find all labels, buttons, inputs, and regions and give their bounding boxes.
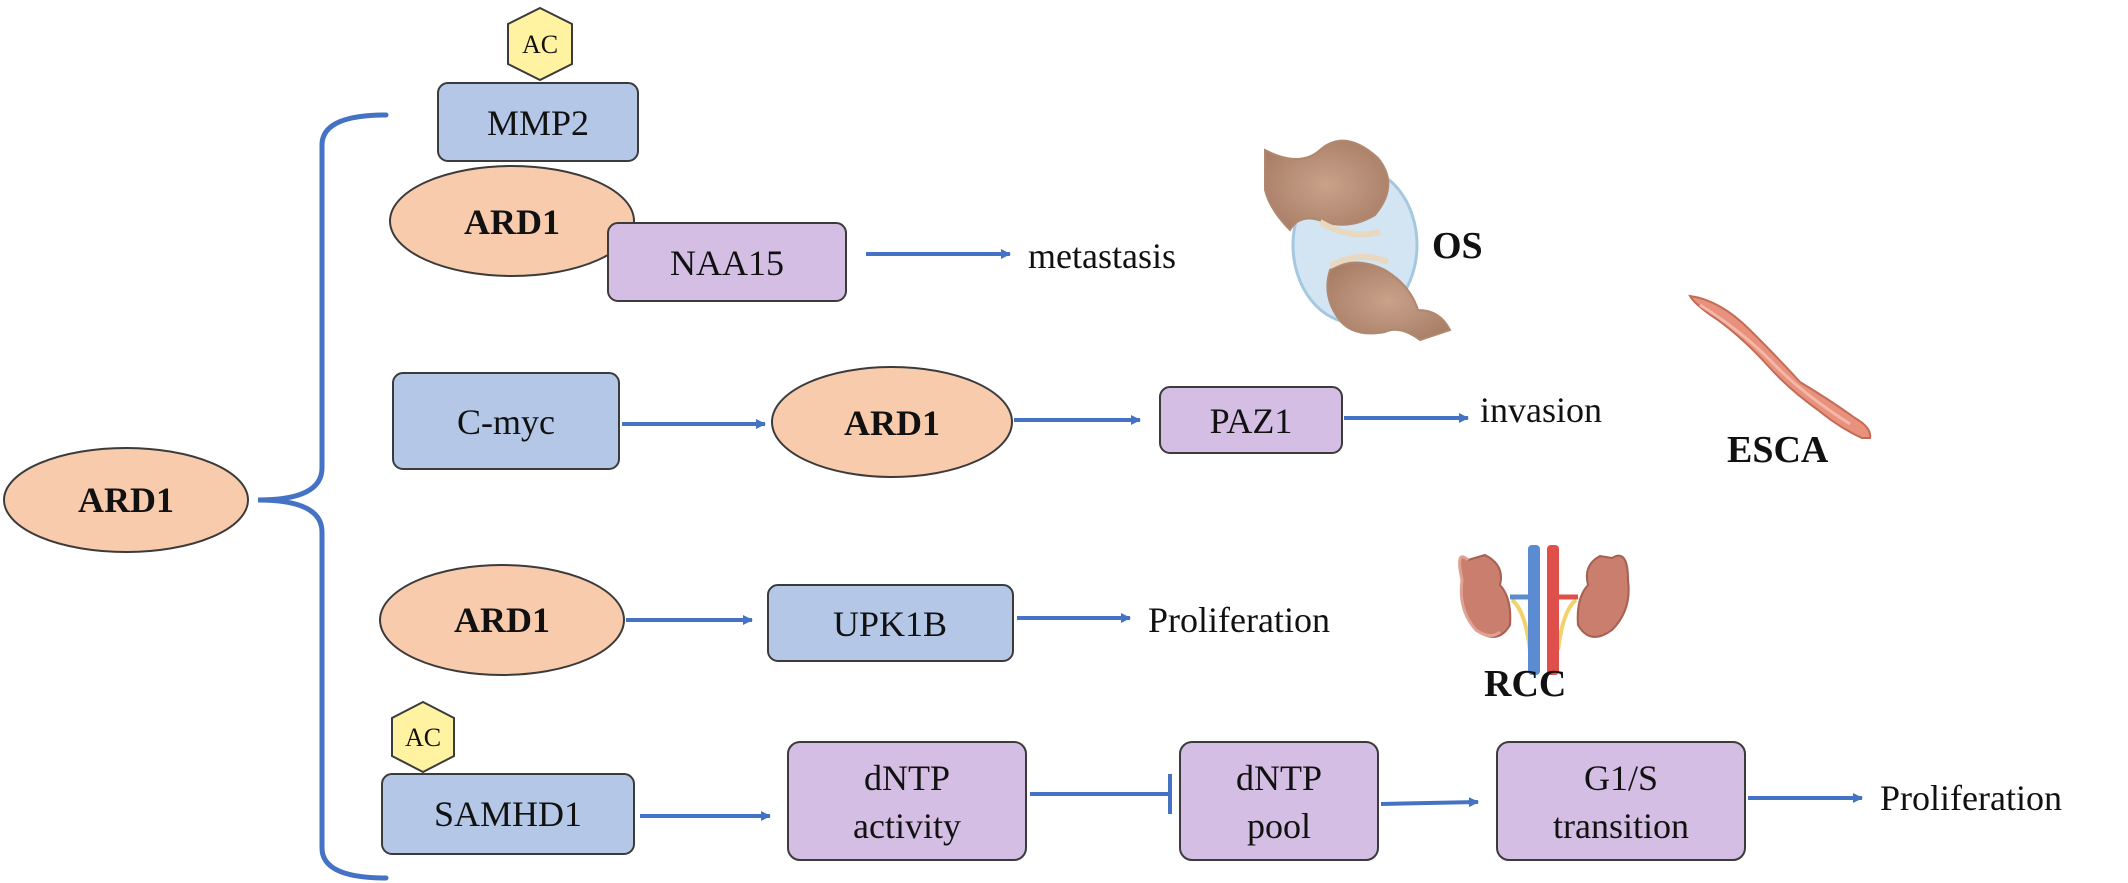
row4-g1s-line2: transition <box>1553 806 1689 846</box>
row4-outcome-text: Proliferation <box>1880 778 2062 818</box>
row4-g1s-line1: G1/S <box>1584 758 1658 798</box>
bone-joint-icon <box>1264 139 1452 342</box>
root-ard1-label: ARD1 <box>78 480 174 520</box>
row2-ard1-node: ARD1 <box>771 366 1013 478</box>
row3-ard1-node: ARD1 <box>379 564 625 676</box>
row4-dntp-activity-line1: dNTP <box>864 758 950 798</box>
row3-upk1b-label: UPK1B <box>833 604 947 644</box>
row1-acetylation-hexagon: AC <box>507 6 573 82</box>
row1-mmp2-label: MMP2 <box>487 103 589 143</box>
esca-label: ESCA <box>1727 429 1829 471</box>
row3-outcome-text: Proliferation <box>1148 600 1330 640</box>
row1-ard1-label: ARD1 <box>464 202 560 242</box>
row4-ac-label: AC <box>405 723 441 752</box>
row4-inhibition-arrow <box>1030 774 1172 814</box>
esophagus-icon <box>1688 294 1872 439</box>
row1-ac-label: AC <box>522 30 558 59</box>
row4-dntp-activity-line2: activity <box>853 806 961 846</box>
row4-dntp-pool-box: dNTP pool <box>1179 741 1379 861</box>
row1-mmp2-box: MMP2 <box>437 82 639 162</box>
row4-dntp-pool-line1: dNTP <box>1236 758 1322 798</box>
row4-samhd1-label: SAMHD1 <box>434 794 582 834</box>
row1-ard1-node: ARD1 <box>389 165 635 277</box>
row4-dntp-pool-line2: pool <box>1247 806 1311 846</box>
row2-outcome-text: invasion <box>1480 390 1602 430</box>
row1-outcome-text: metastasis <box>1028 236 1176 276</box>
row2-paz1-label: PAZ1 <box>1210 401 1293 441</box>
root-ard1-node: ARD1 <box>3 447 249 553</box>
row2-ard1-label: ARD1 <box>844 403 940 443</box>
row4-acetylation-hexagon: AC <box>391 700 455 774</box>
kidney-icon <box>1458 545 1630 675</box>
row1-naa15-label: NAA15 <box>670 243 784 283</box>
branch-bracket <box>257 112 389 881</box>
row1-naa15-box: NAA15 <box>607 222 847 302</box>
row3-upk1b-box: UPK1B <box>767 584 1014 662</box>
row4-g1s-transition-box: G1/S transition <box>1496 741 1746 861</box>
row2-cmyc-label: C-myc <box>457 402 555 442</box>
rcc-label: RCC <box>1484 663 1566 705</box>
row4-dntp-activity-box: dNTP activity <box>787 741 1027 861</box>
os-label: OS <box>1432 225 1483 267</box>
row4-samhd1-box: SAMHD1 <box>381 773 635 855</box>
row4-arrow-pool-to-g1s <box>1380 797 1479 808</box>
row3-ard1-label: ARD1 <box>454 600 550 640</box>
row2-cmyc-box: C-myc <box>392 372 620 470</box>
row2-paz1-box: PAZ1 <box>1159 386 1343 454</box>
